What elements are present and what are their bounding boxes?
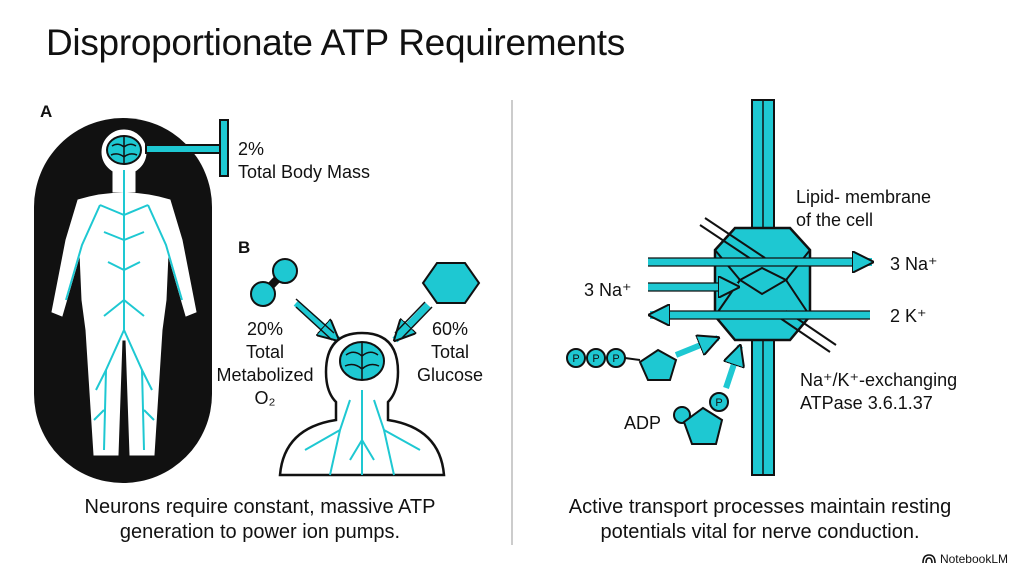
o2-formula: O₂ xyxy=(254,388,276,408)
brain-icon-b xyxy=(339,341,385,381)
caption-left-line1: Neurons require constant, massive ATP xyxy=(84,496,436,518)
atp-molecule-icon xyxy=(566,348,678,381)
mass-bracket xyxy=(145,119,229,177)
adp-molecule-icon xyxy=(673,406,724,445)
brand-label: NotebookLM xyxy=(939,552,1008,566)
brand-watermark: NotebookLM xyxy=(922,552,1008,566)
pump-label-2: ATPase 3.6.1.37 xyxy=(800,393,933,413)
glucose-total: Total xyxy=(430,342,470,362)
o2-metabolized: Metabolized xyxy=(216,365,314,385)
na-in-label: 3 Na⁺ xyxy=(584,280,632,300)
membrane-label-1: Lipid- membrane xyxy=(796,187,932,207)
page-title: Disproportionate ATP Requirements xyxy=(46,22,625,63)
phosphate-icon xyxy=(709,392,729,412)
mass-label: Total Body Mass xyxy=(238,162,371,182)
nervous-system-lines xyxy=(65,170,183,451)
arrow-outlines xyxy=(295,298,433,341)
adp-arrow xyxy=(723,346,740,389)
brain-icon-a xyxy=(106,135,142,165)
notebooklm-logo-icon xyxy=(922,554,936,564)
oxygen-arrow xyxy=(293,300,338,340)
mass-percent: 2% xyxy=(238,139,265,159)
caption-right: Active transport processes maintain rest… xyxy=(530,495,990,545)
caption-left: Neurons require constant, massive ATP ge… xyxy=(30,495,490,545)
atp-arrow xyxy=(674,338,718,358)
svg-text:P: P xyxy=(572,353,579,365)
phosphate-label: P xyxy=(715,397,722,409)
adp-label: ADP xyxy=(624,413,662,433)
caption-right-line1: Active transport processes maintain rest… xyxy=(568,496,952,518)
glucose-hexagon-icon xyxy=(421,262,481,304)
panel-b-letter: B xyxy=(238,238,251,257)
glucose-percent: 60% xyxy=(431,319,469,339)
na-out-label: 3 Na⁺ xyxy=(890,254,938,274)
panel-a-letter: A xyxy=(40,102,53,121)
oxygen-molecule-icon xyxy=(250,258,298,307)
glucose-label: Glucose xyxy=(416,365,484,385)
svg-text:P: P xyxy=(592,353,599,365)
pump-label-1: Na⁺/K⁺-exchanging xyxy=(800,370,958,390)
glucose-arrow xyxy=(395,302,431,340)
o2-total: Total xyxy=(245,342,285,362)
caption-left-line2: generation to power ion pumps. xyxy=(119,521,401,543)
membrane-label-2: of the cell xyxy=(796,210,874,230)
caption-right-line2: potentials vital for nerve conduction. xyxy=(600,521,920,543)
nerve-lines-b xyxy=(304,390,421,476)
svg-text:P: P xyxy=(612,353,619,365)
k-in-label: 2 K⁺ xyxy=(890,306,927,326)
o2-percent: 20% xyxy=(246,319,284,339)
